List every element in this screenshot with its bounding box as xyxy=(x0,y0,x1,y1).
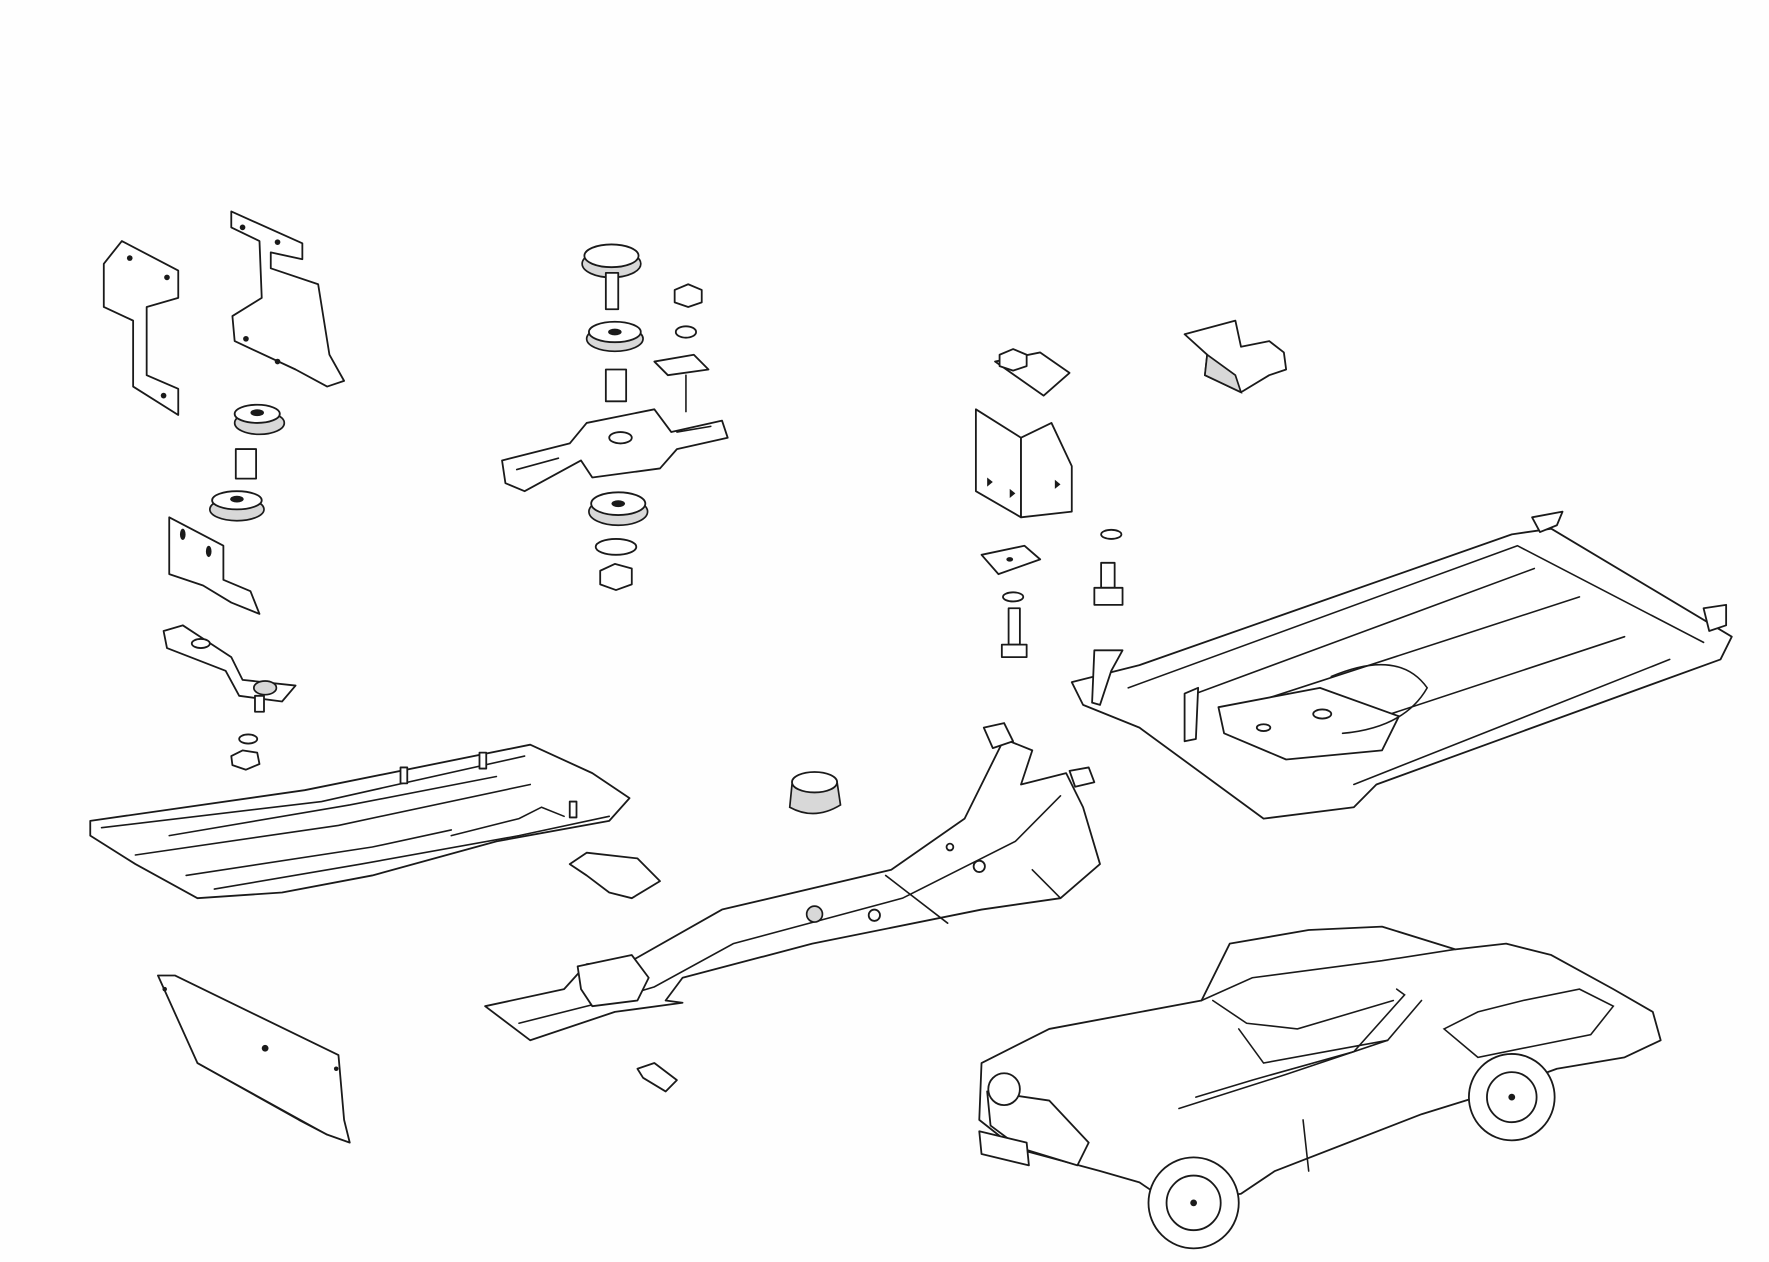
shim-plate xyxy=(980,544,1042,576)
floor-panel-right xyxy=(1070,510,1733,820)
small-bracket xyxy=(568,851,661,900)
center-bracket-plate xyxy=(501,374,729,493)
bracket-left-a xyxy=(102,240,180,416)
rubber-plug xyxy=(788,771,842,815)
car-overview xyxy=(978,925,1662,1250)
bolt-a xyxy=(1000,591,1028,659)
saddle-bracket xyxy=(1183,319,1288,394)
mount-plate-left xyxy=(162,624,297,713)
clip-nut xyxy=(994,348,1071,397)
center-crossmember xyxy=(484,722,1101,1042)
floor-panel-left xyxy=(89,743,631,900)
bracket-left-b xyxy=(230,210,346,388)
small-clip xyxy=(636,1062,678,1093)
washer-nut-left xyxy=(230,733,261,771)
bracket-left-c xyxy=(168,516,261,615)
rubber-mount-left xyxy=(208,403,286,522)
bolt-b xyxy=(1093,528,1124,606)
u-bracket xyxy=(974,408,1073,519)
deflector-plate xyxy=(157,974,351,1144)
center-mount-stack xyxy=(581,243,710,591)
